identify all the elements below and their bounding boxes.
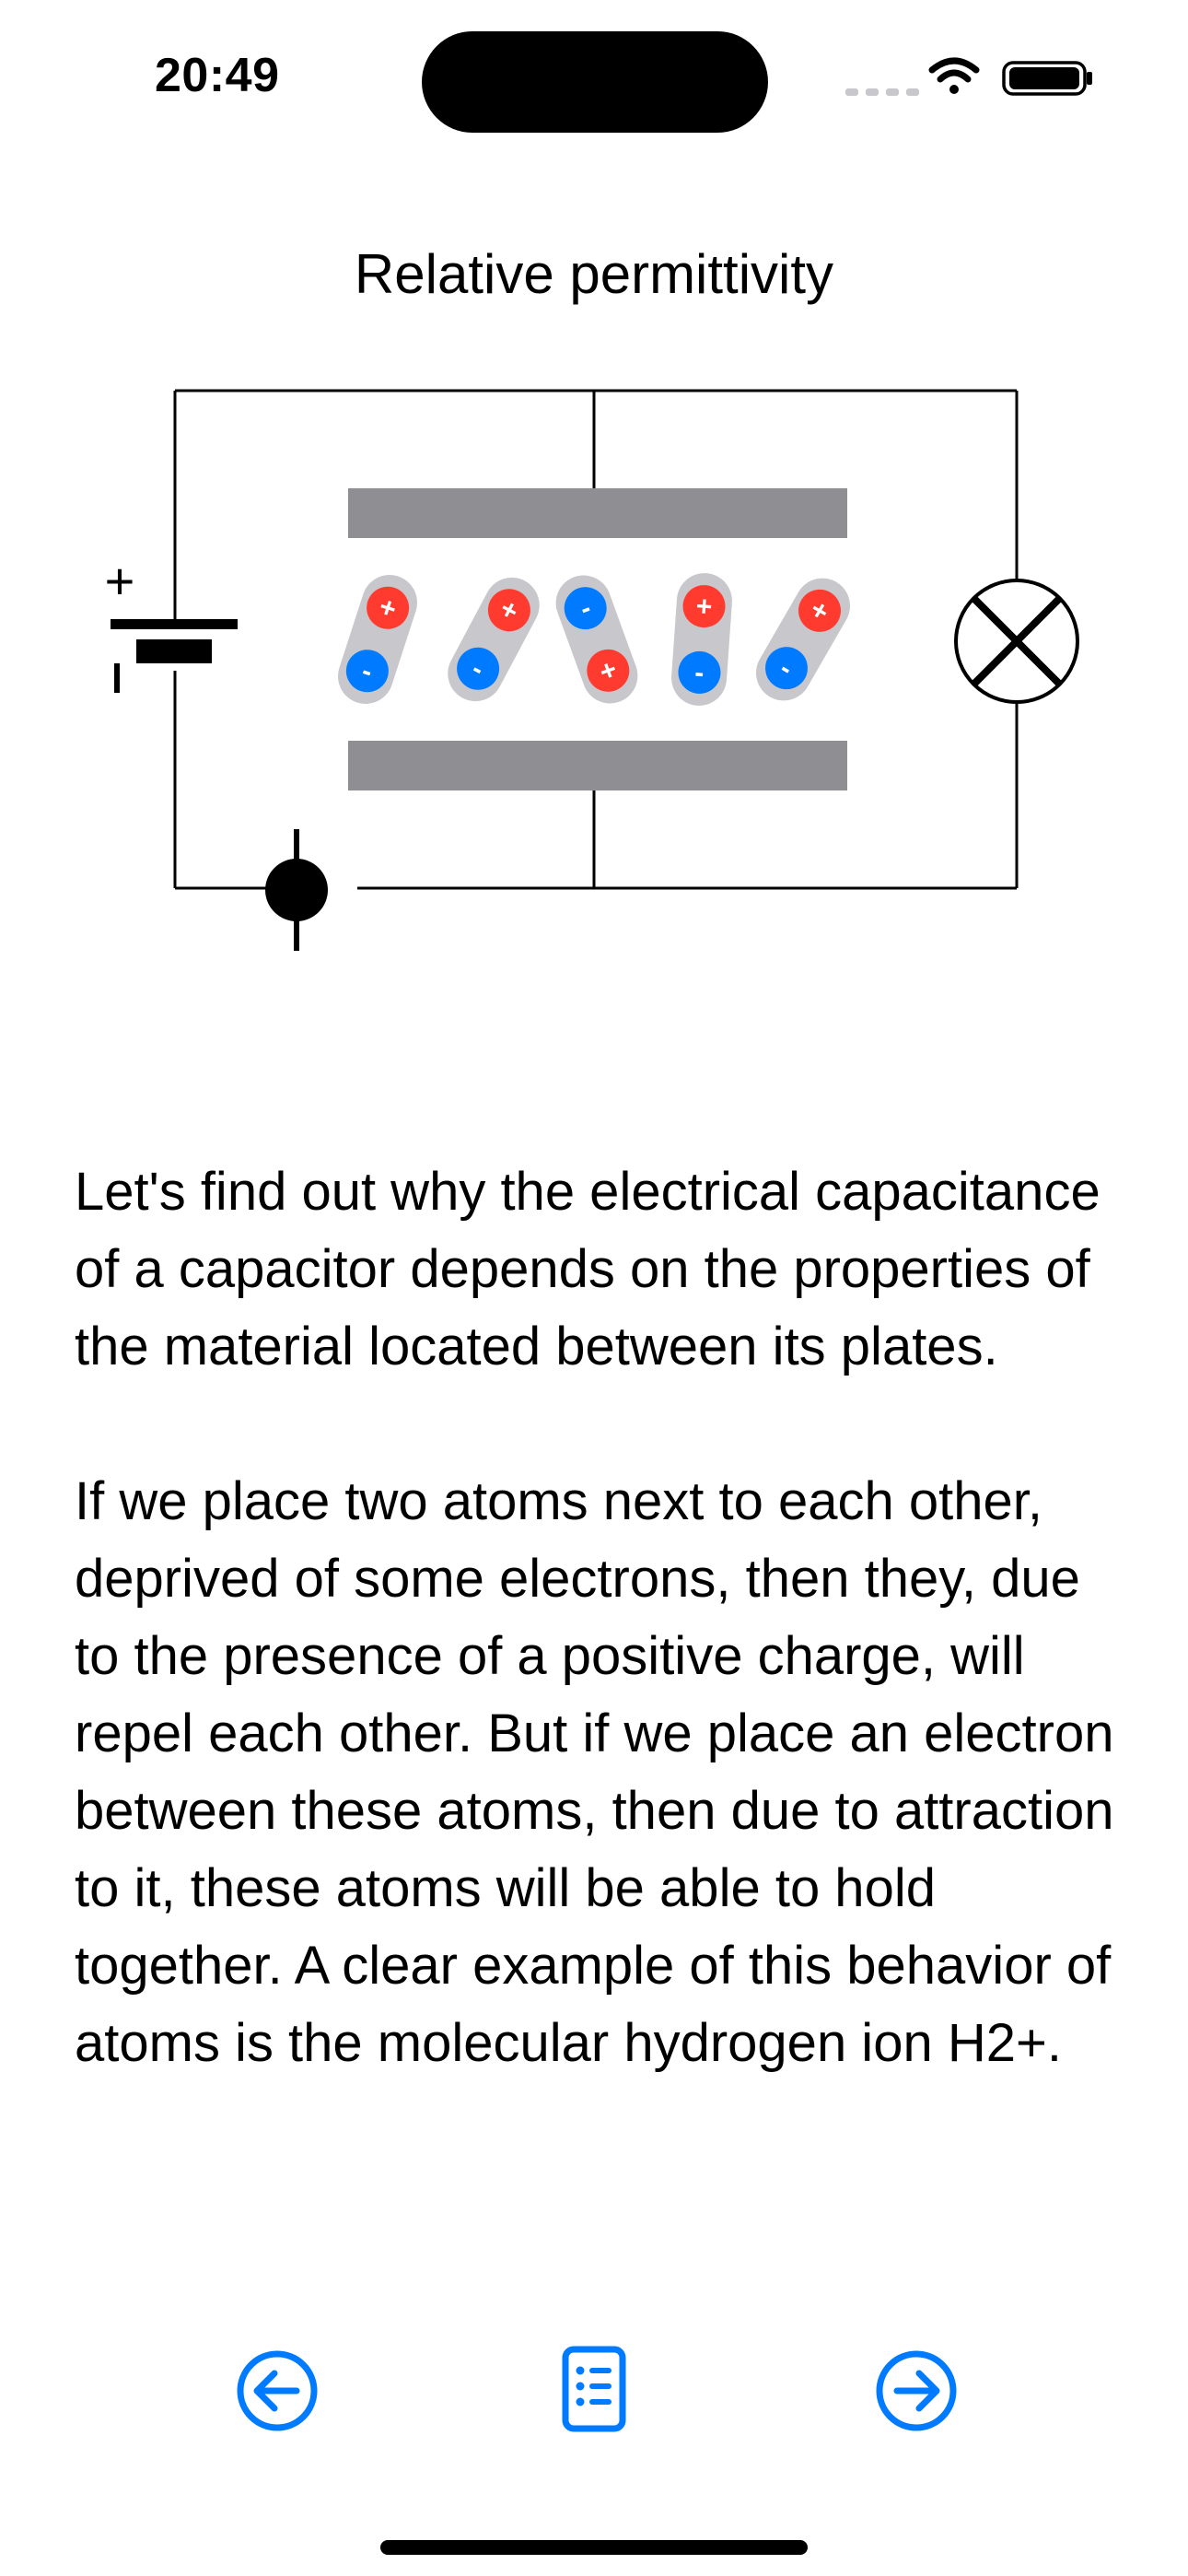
- status-time: 20:49: [155, 49, 280, 102]
- battery-symbol: +: [105, 552, 238, 693]
- bottom-navigation: [0, 2340, 1188, 2441]
- capacitor-circuit-diagram: + +-+--++-+-: [105, 389, 1079, 951]
- forward-arrow-icon: [876, 2350, 957, 2431]
- negative-charge: [678, 650, 721, 694]
- top-capacitor-plate: [348, 488, 847, 538]
- contents-list-icon: [562, 2346, 626, 2432]
- paragraph-intro: Let's find out why the electrical capaci…: [75, 1162, 1101, 1376]
- positive-charge: [798, 589, 841, 632]
- signal-dots-icon: [845, 88, 919, 96]
- dipole-molecule: +-: [756, 578, 850, 701]
- dipole-molecule: +-: [671, 573, 732, 706]
- lamp-symbol: [954, 579, 1079, 704]
- wifi-icon: [928, 57, 980, 94]
- forward-button[interactable]: [866, 2340, 967, 2441]
- home-indicator: [380, 2540, 808, 2555]
- status-icons: [845, 57, 1092, 96]
- dynamic-island: [422, 31, 768, 133]
- positive-charge: [487, 589, 530, 632]
- dipole-molecule: -+: [555, 575, 638, 704]
- negative-charge: [564, 587, 607, 630]
- charge-sign-label: -: [693, 658, 705, 689]
- page-title: Relative permittivity: [354, 243, 834, 305]
- status-bar: 20:49: [0, 0, 1188, 147]
- charge-sign-label: +: [695, 591, 714, 623]
- dipole-molecule: +-: [448, 577, 540, 702]
- negative-charge: [345, 650, 389, 693]
- negative-charge: [765, 647, 808, 690]
- contents-button[interactable]: [543, 2340, 645, 2441]
- back-arrow-icon: [237, 2350, 318, 2431]
- bottom-capacitor-plate: [348, 741, 847, 790]
- battery-plus-label: +: [105, 552, 135, 610]
- circuit-wires: [173, 389, 1019, 890]
- negative-charge: [457, 647, 500, 690]
- positive-charge: [367, 586, 410, 629]
- battery-minus-label: [114, 663, 120, 693]
- battery-icon: [1002, 61, 1092, 96]
- positive-charge: [682, 585, 726, 628]
- paragraph-hydrogen-ion: If we place two atoms next to each other…: [75, 1471, 1114, 2073]
- positive-charge: [587, 649, 630, 692]
- back-button[interactable]: [227, 2340, 328, 2441]
- body-text: Let's find out why the electrical capaci…: [75, 1153, 1124, 2082]
- dielectric-molecules: +-+--++-+-: [338, 573, 850, 706]
- dipole-molecule: +-: [338, 575, 417, 704]
- switch-contact: [265, 829, 328, 951]
